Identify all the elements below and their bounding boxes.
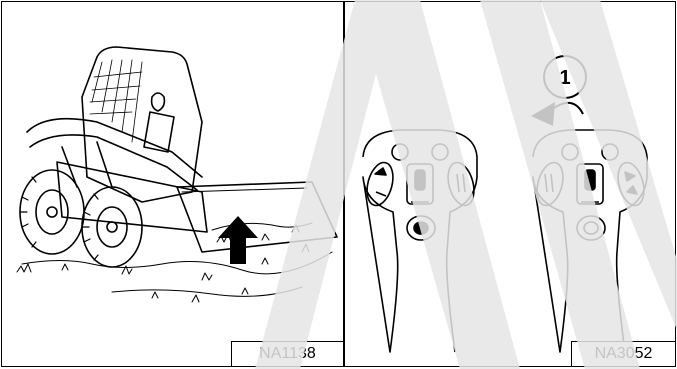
figure-code-label: NA1138 <box>231 341 344 367</box>
callout-number: 1 <box>559 67 570 89</box>
joystick-controls-illustration: 1 <box>345 2 676 367</box>
figure-code-label: NA3052 <box>571 341 676 367</box>
left-figure-panel: NA1138 <box>1 1 344 367</box>
right-figure-panel: 1 NA3052 <box>344 1 676 367</box>
arc-arrow-icon <box>531 102 555 126</box>
skid-steer-loader-illustration <box>2 2 344 367</box>
